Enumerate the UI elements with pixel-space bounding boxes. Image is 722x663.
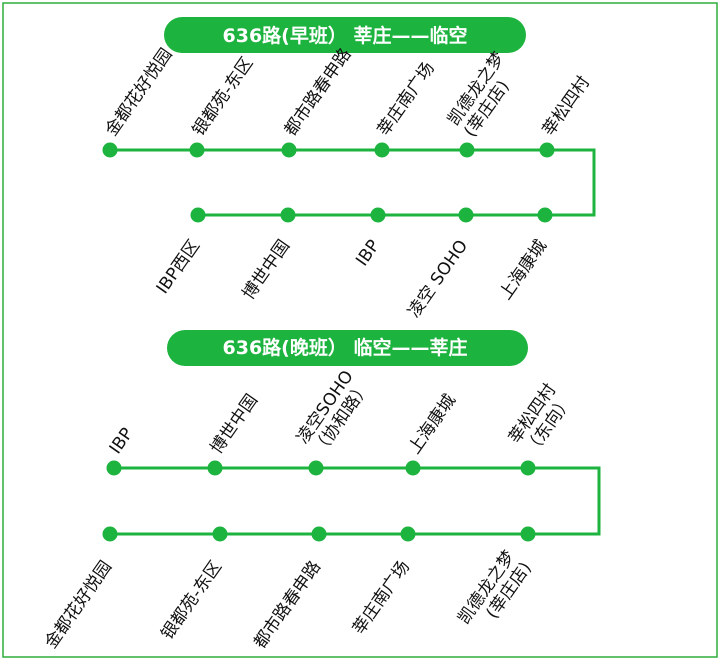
stop-marker <box>102 142 118 158</box>
stop-label: 博世中国 <box>239 236 294 303</box>
morning-route: 636路(早班） 莘庄——临空金都花好悦园银都苑-东区都市路春申路莘庄南广场凯德… <box>102 17 596 321</box>
stop-marker <box>190 207 206 223</box>
stop-marker <box>458 207 474 223</box>
evening-route-title: 636路(晚班） 临空——莘庄 <box>223 336 468 359</box>
stop-label: 莘庄南广场 <box>349 557 414 638</box>
evening-route-banner <box>167 330 528 366</box>
stop-marker <box>207 460 223 476</box>
morning-route-title: 636路(早班） 莘庄——临空 <box>223 24 468 47</box>
morning-route-banner <box>164 17 526 53</box>
stop-label: IBP <box>106 424 138 458</box>
stop-label: 银都苑-东区 <box>157 557 226 643</box>
stop-label: IBP西区 <box>153 236 204 297</box>
morning-route-line <box>110 148 596 217</box>
stop-marker <box>459 142 475 158</box>
stop-marker <box>400 526 416 542</box>
stop-marker <box>374 142 390 158</box>
stop-marker <box>189 142 205 158</box>
stop-marker <box>281 142 297 158</box>
stop-marker <box>308 460 324 476</box>
stop-marker <box>370 207 386 223</box>
stop-label: 上海康城 <box>496 236 551 303</box>
stop-label: 莘松四村（东向） <box>505 380 577 459</box>
stop-marker <box>539 142 555 158</box>
stop-label: 凌空SOHO（协和路） <box>293 366 375 459</box>
evening-route: 636路(晚班） 临空——莘庄 IBP 博世中国凌空SOHO（协和路） 上海康城莘松四… <box>41 330 601 652</box>
stop-marker <box>537 207 553 223</box>
stop-marker <box>102 526 118 542</box>
stop-label: 金都花好悦园 <box>102 45 177 140</box>
stop-label: 都市路春申路 <box>281 45 356 140</box>
stop-marker <box>311 526 327 542</box>
stop-label: 凯德龙之梦(莘庄店) <box>454 547 536 640</box>
stop-marker <box>520 526 536 542</box>
stop-label: 都市路春申路 <box>250 557 325 652</box>
stop-label: IBP <box>352 236 384 270</box>
stop-marker <box>212 526 228 542</box>
stop-label: 博世中国 <box>207 391 262 458</box>
stop-label: 金都花好悦园 <box>41 557 116 652</box>
evening-route-line <box>110 466 601 536</box>
stop-marker <box>106 460 122 476</box>
stop-label: 莘庄南广场 <box>374 59 439 140</box>
stop-label: 凌空 SOHO <box>404 236 472 321</box>
stop-marker <box>280 207 296 223</box>
routes-layer: 636路(早班） 莘庄——临空金都花好悦园银都苑-东区都市路春申路莘庄南广场凯德… <box>41 17 601 652</box>
stop-marker <box>405 460 421 476</box>
stop-label: 莘松四村 <box>539 73 594 140</box>
stop-label: 上海康城 <box>405 391 460 458</box>
stop-label: 凯德龙之梦(莘庄店) <box>444 48 526 141</box>
stop-label: 银都苑-东区 <box>189 54 258 140</box>
stop-marker <box>520 460 536 476</box>
